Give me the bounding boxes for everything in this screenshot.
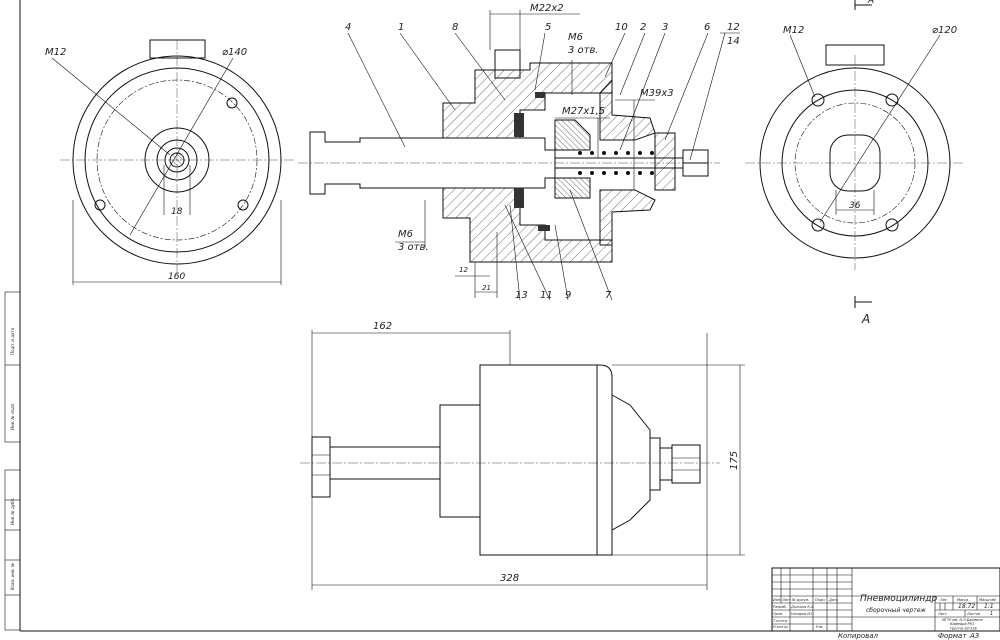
right-view: M12 ⌀120 36 A A (745, 0, 965, 326)
sheet-label: Лист (937, 612, 948, 616)
pos-14: 14 (727, 36, 740, 47)
hdr-date: Дата (828, 598, 838, 602)
height-dim-175: 175 (729, 451, 740, 470)
thread-m22: M22x2 (530, 3, 564, 14)
pos-5: 5 (545, 22, 551, 33)
section-label-a-top: A (867, 0, 874, 6)
row-role-check: Пров. (773, 612, 783, 616)
row-role-dev: Разраб. (773, 605, 787, 609)
stamp-replace: Взам. инв. № (10, 563, 15, 590)
scale-value: 1:1 (984, 603, 994, 610)
pos-13: 13 (515, 290, 528, 301)
thread-m27: M27x1,5 (562, 106, 605, 117)
hdr-list: Лист (781, 598, 792, 602)
left-view: M12 ⌀140 18 160 (45, 39, 295, 285)
copied-label: Копировал (838, 632, 879, 640)
drawing-title: Пневмоцилиндр (860, 594, 937, 604)
pos-11: 11 (540, 290, 553, 301)
holes-bottom-thread: M6 (398, 229, 413, 240)
holes-top-count: 3 отв. (568, 45, 599, 56)
stamp-inv-dup: Инв. № дубл. (10, 498, 15, 525)
dim-12: 12 (459, 266, 468, 274)
pos-10: 10 (615, 22, 628, 33)
row-name-dev: Дьячков К.А. (790, 605, 815, 609)
dim-21: 21 (482, 284, 491, 292)
format-value: A3 (969, 632, 979, 640)
sheets-value: 1 (990, 611, 993, 617)
pos-8: 8 (452, 22, 458, 33)
stamp-sign-date: Подп. и дата (10, 327, 15, 355)
row-role-approve: Утв. (816, 625, 823, 629)
stamp-inv-orig: Инв. № подл. (10, 402, 15, 430)
hdr-sign: Подп. (815, 598, 826, 602)
hdr-izm: Изм. (773, 598, 781, 602)
right-width-dim: 36 (849, 201, 861, 211)
pos-4: 4 (345, 22, 351, 33)
pos-9: 9 (565, 290, 571, 301)
overall-length-328: 328 (500, 573, 519, 584)
row-role-tcontr: Т.контр. (773, 619, 788, 623)
pos-12: 12 (727, 22, 740, 33)
thread-m39: M39x3 (640, 88, 674, 99)
front-view: 162 328 175 (300, 321, 745, 590)
mass-value: 18.72 (958, 603, 975, 610)
left-diameter-label: ⌀140 (222, 47, 247, 58)
left-thread-label: M12 (45, 47, 66, 58)
title-block: Изм. Лист № докум. Подп. Дата Разраб. Дь… (771, 567, 1000, 640)
right-diameter-label: ⌀120 (932, 25, 957, 36)
pos-3: 3 (662, 22, 668, 33)
row-name-check: Назаров И.Г. (791, 612, 814, 616)
sheets-label: Листов (966, 612, 980, 616)
format-label: Формат (938, 632, 967, 640)
scale-label: Масштаб (979, 598, 996, 602)
pos-1: 1 (398, 22, 404, 33)
length-dim-162: 162 (373, 321, 392, 332)
holes-top-thread: M6 (568, 32, 583, 43)
pos-2: 2 (640, 22, 646, 33)
org-line-1: МГТУ им. Н.Э.Баумана (942, 618, 983, 622)
pos-6: 6 (704, 22, 710, 33)
section-view: 4 1 8 5 10 2 3 6 12 14 M22x2 M6 3 отв. M… (298, 3, 740, 301)
left-overall-dim: 160 (168, 272, 185, 282)
row-role-ncontr: Н.контр. (773, 625, 789, 629)
org-line-3: Группа ЭЗ-31Б (950, 627, 977, 631)
section-label-a: A (861, 312, 870, 326)
pos-7: 7 (605, 290, 612, 301)
mass-label: Масса (957, 598, 968, 602)
org-line-2: Кафедра РК1 (950, 622, 975, 626)
drawing-subtitle: сборочный чертеж (866, 607, 926, 614)
lit-label: Лит. (939, 598, 948, 602)
hdr-doc: № докум. (791, 598, 809, 602)
right-thread-label: M12 (783, 25, 804, 36)
holes-bottom-count: 3 отв. (398, 242, 429, 253)
left-width-dim: 18 (171, 207, 183, 217)
